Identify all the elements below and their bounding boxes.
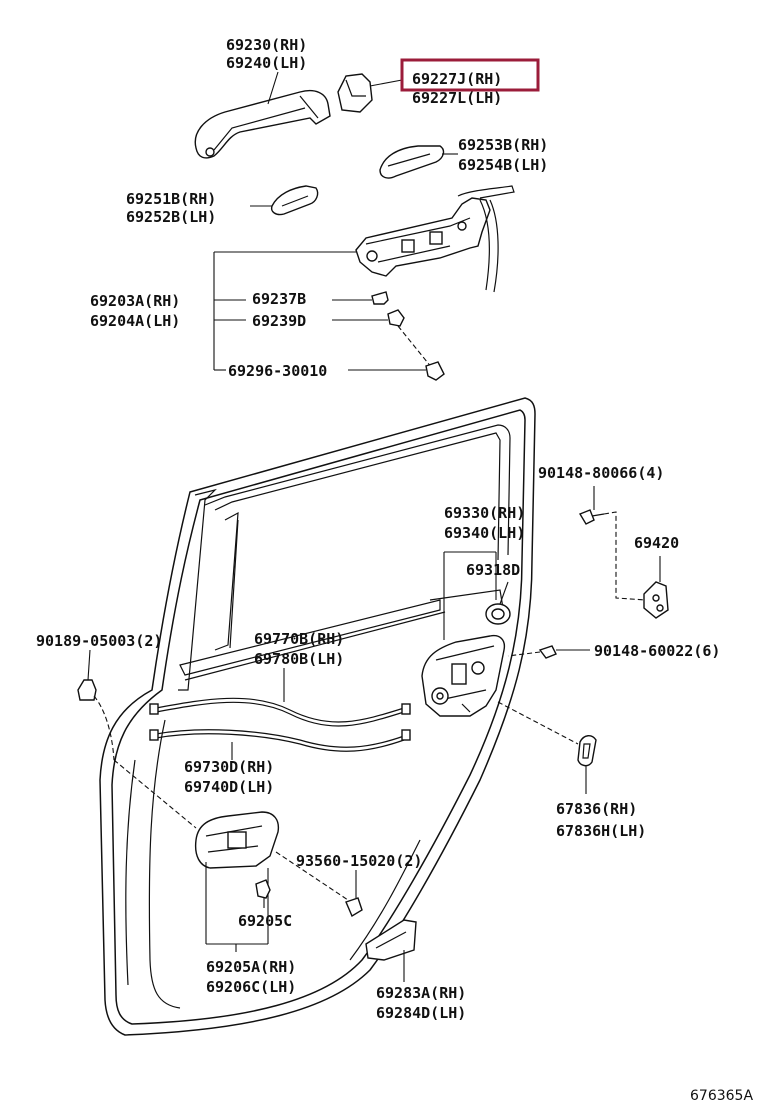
cable-upper xyxy=(149,697,411,727)
label-screw-top: 90148-80066(4) xyxy=(538,464,664,482)
label-cable-lower-rh: 69730D(RH) xyxy=(184,758,274,776)
label-outer-handle-rh: 69230(RH) xyxy=(226,36,307,54)
label-cable-lower-lh: 69740D(LH) xyxy=(184,778,274,796)
clip-b xyxy=(387,309,405,327)
label-screw-lock: 90148-60022(6) xyxy=(594,642,720,660)
left-clip xyxy=(77,679,97,701)
inner-bracket xyxy=(205,862,269,952)
label-grommet-lh: 67836H(LH) xyxy=(556,822,646,840)
dash-lock-grommet xyxy=(497,701,579,745)
door-lock xyxy=(421,634,506,717)
label-handle-cover-lh: 69227L(LH) xyxy=(412,89,502,107)
label-frame-lh: 69204A(LH) xyxy=(90,312,180,330)
dash-screw-striker xyxy=(603,511,647,601)
dash-left-clip xyxy=(93,695,115,761)
label-clip-b: 69239D xyxy=(252,312,306,330)
clip-a xyxy=(371,291,389,305)
label-lock-sub: 69318D xyxy=(466,561,520,579)
door-panel xyxy=(99,397,536,1036)
label-pad-lower-lh: 69252B(LH) xyxy=(126,208,216,226)
handle-pad-lower xyxy=(270,185,319,216)
leader-left-clip xyxy=(87,649,91,681)
dash-clip-bolt xyxy=(397,325,433,369)
label-bezel-lh: 69284D(LH) xyxy=(376,1004,466,1022)
inner-handle xyxy=(194,811,280,869)
label-inner-handle-rh: 69205A(RH) xyxy=(206,958,296,976)
lock-sub-part xyxy=(485,603,511,625)
inner-clip xyxy=(255,879,271,899)
label-lock-rh: 69330(RH) xyxy=(444,504,525,522)
label-lock-lh: 69340(LH) xyxy=(444,524,525,542)
label-striker: 69420 xyxy=(634,534,679,552)
label-clip-a: 69237B xyxy=(252,290,306,308)
label-cable-upper-lh: 69780B(LH) xyxy=(254,650,344,668)
handle-pad-upper xyxy=(379,145,445,179)
cable-lower xyxy=(149,729,411,752)
screw-lock xyxy=(538,645,557,659)
screw-top xyxy=(578,509,605,525)
label-pad-upper-rh: 69253B(RH) xyxy=(458,136,548,154)
label-outer-handle-lh: 69240(LH) xyxy=(226,54,307,72)
leader-lock-sub xyxy=(499,581,509,605)
label-grommet-rh: 67836(RH) xyxy=(556,800,637,818)
frame-bolt xyxy=(425,361,445,381)
dash-inner-screw xyxy=(275,851,349,901)
label-pad-upper-lh: 69254B(LH) xyxy=(458,156,548,174)
frame-bracket xyxy=(213,251,356,371)
label-cable-upper-rh: 69770B(RH) xyxy=(254,630,344,648)
label-bezel-rh: 69283A(RH) xyxy=(376,984,466,1002)
label-handle-cover-rh: 69227J(RH) xyxy=(412,70,502,88)
label-inner-clip: 69205C xyxy=(238,912,292,930)
handle-frame xyxy=(355,185,515,293)
leader-outer-handle xyxy=(267,71,279,105)
highlight-box xyxy=(400,58,540,92)
label-pad-lower-rh: 69251B(RH) xyxy=(126,190,216,208)
leader-handle-cover xyxy=(369,79,403,87)
dash-screw-lock xyxy=(507,651,541,657)
inner-screw xyxy=(345,897,363,918)
label-frame-bolt: 69296-30010 xyxy=(228,362,327,380)
label-inner-screw: 93560-15020(2) xyxy=(296,852,422,870)
diagram-code: 676365A xyxy=(690,1088,753,1104)
label-inner-handle-lh: 69206C(LH) xyxy=(206,978,296,996)
grommet xyxy=(577,735,597,767)
outer-handle xyxy=(194,89,331,159)
lock-bracket xyxy=(443,551,497,640)
striker xyxy=(643,581,669,619)
label-left-clip: 90189-05003(2) xyxy=(36,632,162,650)
label-frame-rh: 69203A(RH) xyxy=(90,292,180,310)
handle-cover xyxy=(337,73,373,113)
dash-inner-handle xyxy=(113,759,197,829)
